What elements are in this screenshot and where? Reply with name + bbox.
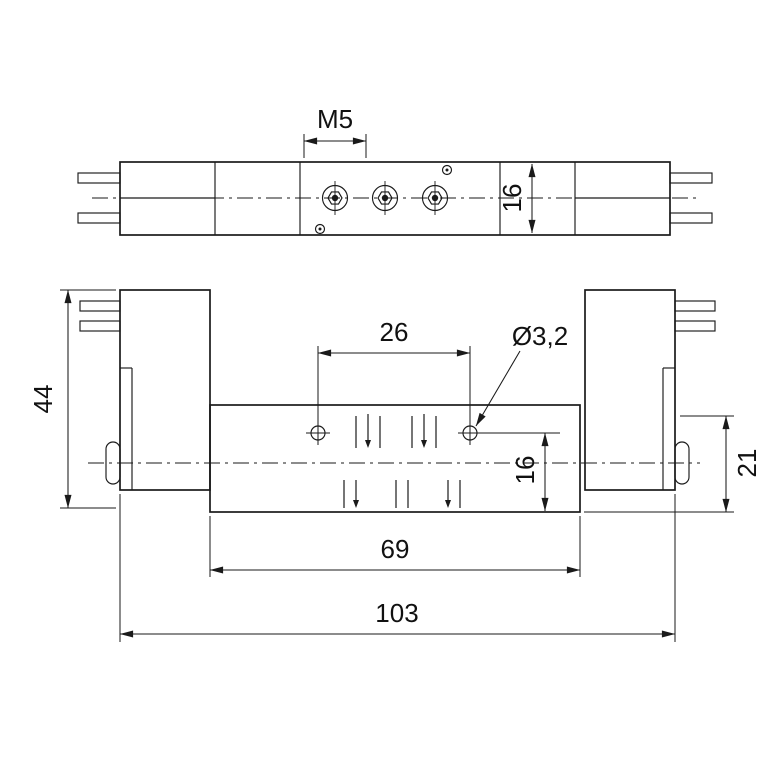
dim-m5: M5 [303,104,367,158]
valve-body [209,404,581,513]
dim-16-top-label: 16 [497,184,527,213]
dim-103: 103 [119,494,676,642]
right-solenoid-block [584,289,676,491]
front-right-pin-lower [674,320,716,332]
dim-16-top: 16 [497,163,536,234]
dim-21: 21 [584,415,762,513]
front-view: 26 Ø3,2 44 16 21 [28,289,762,642]
dim-21-label: 21 [732,449,762,478]
dim-44-label: 44 [28,385,58,414]
flow-marks-upper [355,414,437,448]
dim-26-label: 26 [380,317,409,347]
top-left-pin-lower [77,212,121,224]
top-mounting-hole-left [314,223,326,235]
top-right-pin-upper [669,172,713,184]
front-right-pin-upper [674,300,716,312]
dim-69: 69 [209,516,581,577]
front-hole-left [306,421,330,445]
flow-marks-lower [343,480,461,508]
callout-dia-3-2: Ø3,2 [475,321,568,427]
dim-m5-label: M5 [317,104,353,134]
dim-69-label: 69 [381,534,410,564]
dim-16-front: 16 [478,432,560,512]
top-left-pin-upper [77,172,121,184]
top-mounting-hole-right [441,164,453,176]
top-right-pin-lower [669,212,713,224]
dia-3-2-label: Ø3,2 [512,321,568,351]
dim-26: 26 [317,317,471,423]
left-solenoid-block [119,289,211,491]
top-view: M5 16 [77,104,713,236]
front-left-pin-lower [79,320,121,332]
dim-16-front-label: 16 [510,456,540,485]
front-left-pin-upper [79,300,121,312]
dim-103-label: 103 [375,598,418,628]
right-override-tab [674,441,690,485]
left-override-tab [105,441,121,485]
dim-44: 44 [28,289,116,509]
